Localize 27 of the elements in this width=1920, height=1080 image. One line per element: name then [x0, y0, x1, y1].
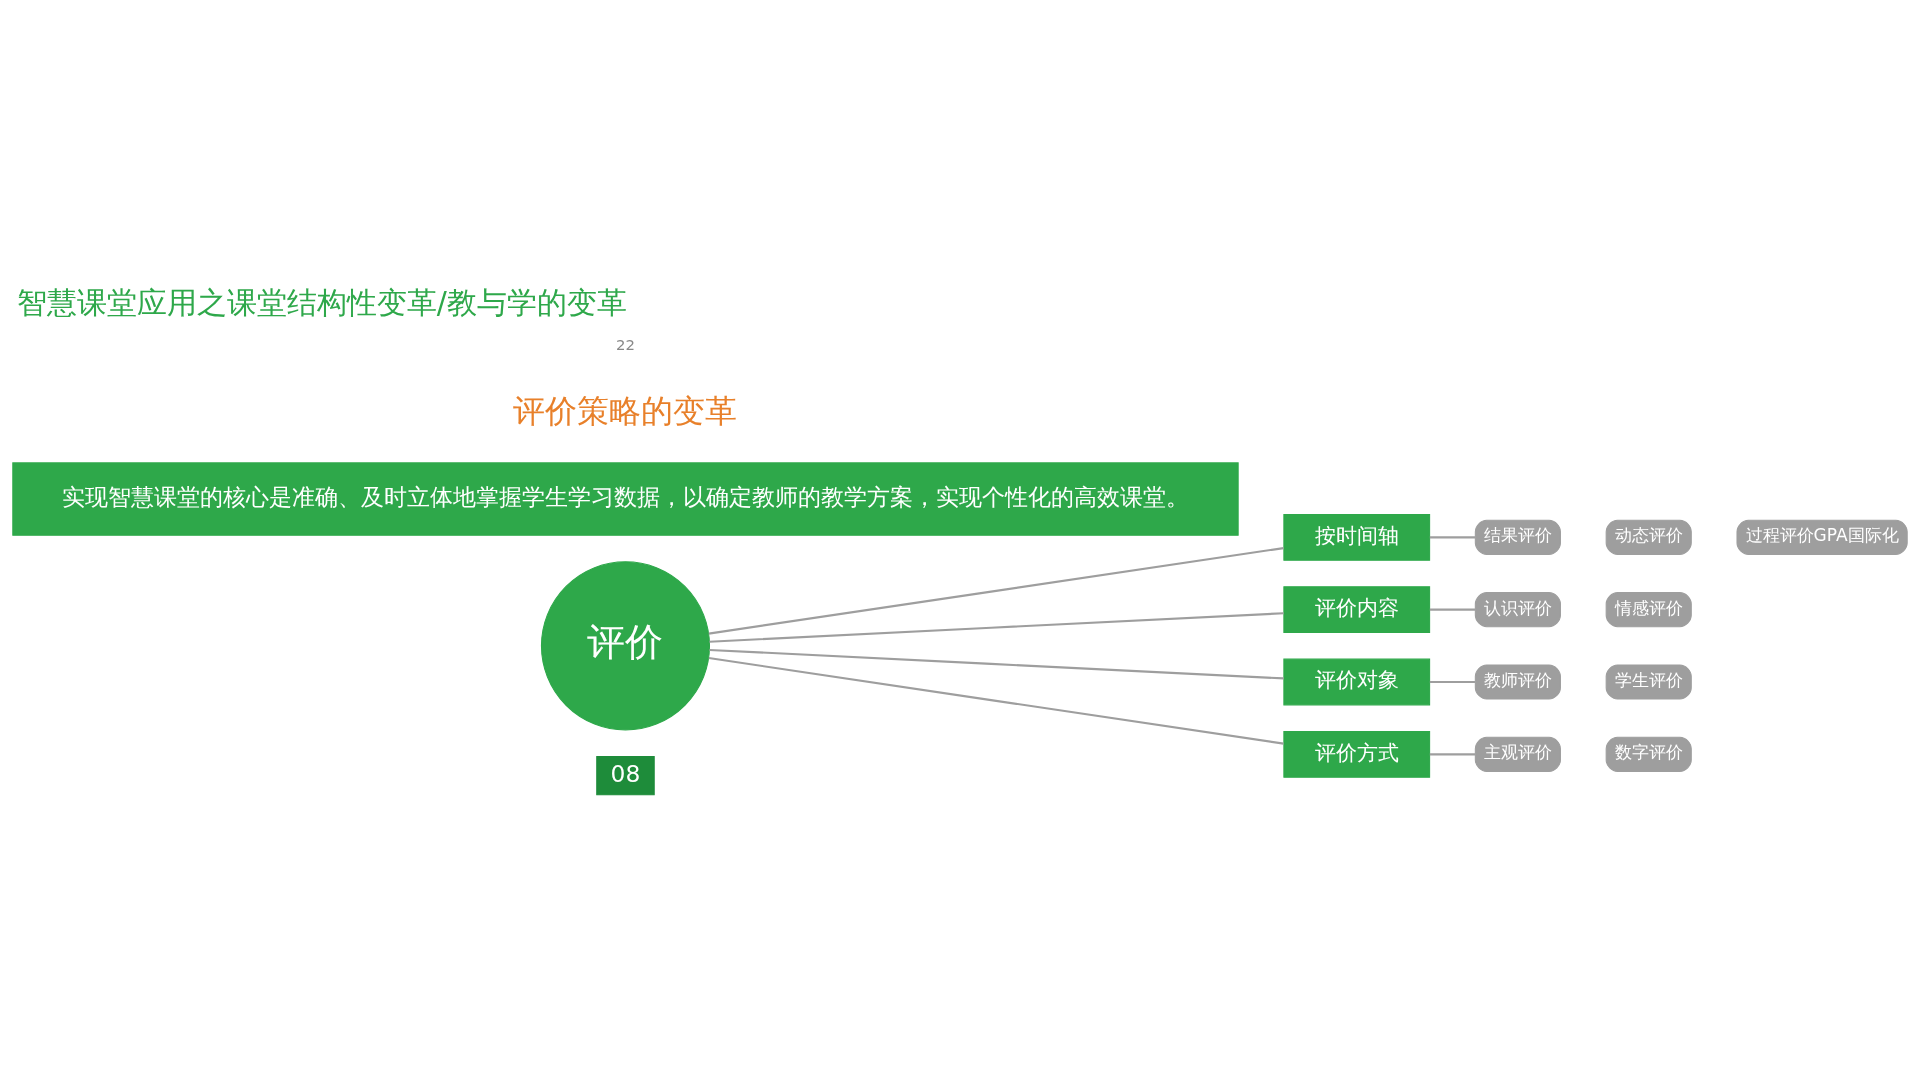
node-box: 实现智慧课堂的核心是准确、及时立体地掌握学生学习数据，以确定教师的教学方案，实现个性化的高效课堂。: [12, 462, 1239, 536]
node-box: 认识评价: [1474, 592, 1561, 628]
connector: [1429, 680, 1475, 684]
diagram-title: 智慧课堂应用之课堂结构性变革/教与学的变革: [16, 285, 627, 321]
label: 22: [616, 335, 635, 354]
node-box: 主观评价: [1474, 736, 1561, 772]
node-box: 情感评价: [1605, 592, 1692, 628]
node-box: 学生评价: [1605, 664, 1692, 700]
label: 评价策略的变革: [513, 391, 738, 430]
node-box: 评价对象: [1283, 658, 1431, 706]
node-box: 结果评价: [1474, 519, 1561, 555]
node-box: 过程评价GPA国际化: [1736, 519, 1908, 555]
node-box: 数字评价: [1605, 736, 1692, 772]
node-box: 评价方式: [1283, 730, 1431, 778]
connector: [708, 657, 1284, 745]
connector: [1429, 608, 1475, 611]
connector: [709, 648, 1284, 680]
node-circle: 评价: [540, 561, 711, 731]
node-box: 评价内容: [1283, 586, 1431, 634]
connector: [1429, 536, 1475, 539]
node-box: 08: [596, 755, 655, 796]
node-box: 动态评价: [1605, 519, 1692, 555]
connector: [709, 612, 1284, 643]
connector: [708, 547, 1284, 635]
node-box: 按时间轴: [1283, 513, 1431, 561]
node-box: 教师评价: [1474, 664, 1561, 700]
connector: [1429, 753, 1475, 756]
